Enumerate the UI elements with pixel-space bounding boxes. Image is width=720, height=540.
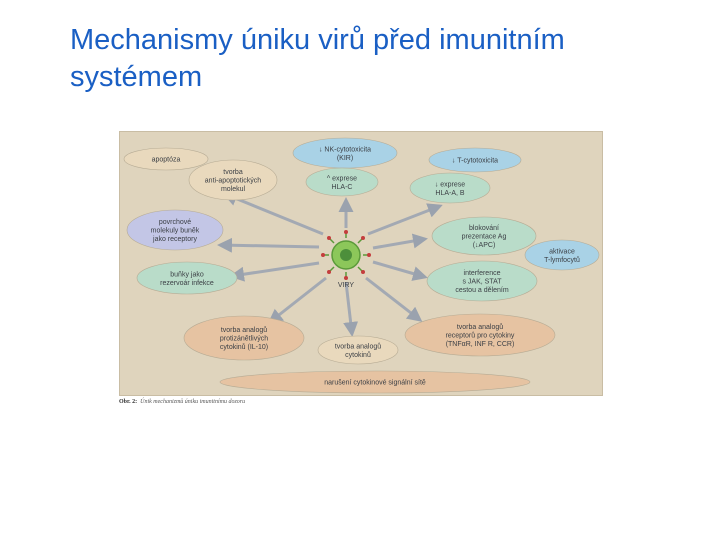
node-label-line: tvorba analogů	[221, 326, 267, 334]
caption-label: Obr. 2:	[119, 399, 138, 405]
node-label-line: ↓ exprese	[435, 181, 465, 188]
caption-text: Únik mechanizmů úniku imunitnímu dozoru	[140, 399, 246, 405]
node-label-line: s JAK, STAT	[462, 279, 502, 286]
arrow	[217, 237, 320, 253]
arrow	[343, 281, 359, 337]
node-shape	[183, 315, 305, 361]
figure-caption: Obr. 2:Únik mechanizmů úniku imunitnímu …	[119, 399, 245, 405]
node-group: apoptóza ↓ NK-cytotoxicita (KIR) ↓ T-cytoto…	[123, 137, 600, 394]
node-shape	[219, 370, 531, 394]
node-shape	[428, 147, 522, 173]
node-label-line: tvorba analogů	[335, 342, 381, 350]
arrow	[229, 261, 320, 282]
node-label-line: (TNFαR, INF R, CCR)	[446, 341, 515, 348]
node-label-line: ↓ NK-cytotoxicita	[319, 146, 371, 153]
node-label-line: cestou a dělením	[455, 287, 508, 294]
node-shape	[123, 147, 209, 171]
node-label-line: ↓ T-cytotoxicita	[452, 158, 498, 165]
slide-title: Mechanismy úniku virů před imunitním syst…	[70, 22, 670, 96]
arrow	[267, 276, 327, 324]
arrow	[365, 276, 423, 322]
node-label-line: blokování	[469, 225, 499, 232]
node-label-line: tvorba analogů	[457, 323, 503, 331]
node-shape	[426, 260, 538, 302]
immune-evasion-diagram: apoptóza ↓ NK-cytotoxicita (KIR) ↓ T-cytoto…	[119, 131, 603, 396]
arrow	[222, 191, 324, 236]
node-label-line: protizánětlivých	[220, 336, 268, 343]
node-label-line: cytokinů	[345, 351, 371, 359]
node-t-cytotoxicita: ↓ T-cytotoxicita	[428, 147, 522, 173]
node-label-line: prezentace Ag	[462, 234, 507, 241]
node-label-line: jako receptory	[152, 236, 197, 243]
slide-title-line-2: systémem	[70, 61, 203, 93]
node-label-line: T-lymfocytů	[544, 256, 580, 264]
node-label-line: tvorba	[223, 169, 243, 176]
node-nk-cytotoxicita: ↓ NK-cytotoxicita (KIR)	[292, 137, 398, 169]
diagram-canvas: apoptóza ↓ NK-cytotoxicita (KIR) ↓ T-cytoto…	[123, 137, 600, 394]
node-shape	[305, 167, 379, 197]
node-label-line: narušení cytokinové signální sítě	[324, 380, 426, 387]
node-label-line: (↓APC)	[473, 242, 496, 249]
node-shape	[126, 209, 224, 251]
node-label-line: rezervoár infekce	[160, 280, 214, 287]
node-label-line: molekuly buněk	[151, 228, 200, 235]
node-shape	[188, 159, 278, 201]
slide-title-line-1: Mechanismy úniku virů před imunitním	[70, 24, 565, 56]
node-label-line: aktivace	[549, 248, 575, 255]
arrow	[372, 233, 428, 250]
node-shape	[317, 335, 399, 365]
node-bunky-rezervoar: buňky jako rezervoár infekce	[136, 261, 238, 295]
node-label-line: receptorů pro cytokiny	[446, 332, 515, 340]
node-label-line: interference	[464, 270, 501, 277]
node-label-line: ^ exprese	[327, 175, 357, 182]
node-shape	[409, 172, 491, 204]
node-label-line: cytokinů (IL-10)	[220, 343, 268, 351]
node-label-line: (KIR)	[337, 155, 353, 162]
node-label-line: povrchové	[159, 219, 191, 226]
arrow	[367, 203, 443, 236]
node-label-line: molekul	[221, 186, 246, 193]
node-shape	[524, 239, 600, 271]
node-label-line: buňky jako	[170, 271, 204, 278]
node-shape	[136, 261, 238, 295]
node-label-line: anti-apoptotických	[205, 178, 262, 185]
node-blokovani-prezentace: blokování prezentace Ag(↓APC)	[431, 216, 537, 256]
node-label-line: HLA-A, B	[435, 190, 465, 197]
arrow	[372, 260, 428, 281]
node-label-line: HLA-C	[331, 184, 352, 191]
node-apoptoza: apoptóza	[123, 147, 209, 171]
node-shape	[431, 216, 537, 256]
virus-icon	[321, 230, 371, 280]
node-label-line: apoptóza	[152, 157, 181, 164]
node-shape	[404, 313, 556, 357]
arrow-group	[217, 191, 443, 337]
node-naruseni-signalni-site: narušení cytokinové signální sítě	[219, 370, 531, 394]
center-label: VIRY	[338, 282, 355, 289]
